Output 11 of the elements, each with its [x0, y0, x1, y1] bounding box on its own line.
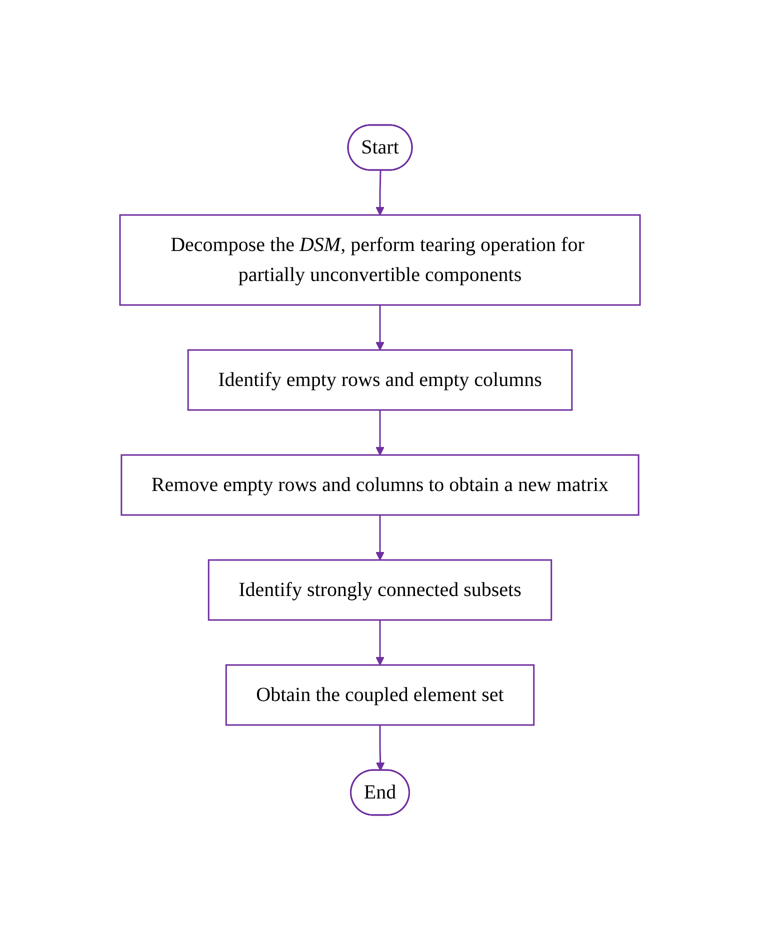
arrow — [375, 515, 384, 560]
node-box: Decompose the DSM, perform tearing operation for partially unconvertible components — [118, 214, 640, 306]
arrow — [375, 725, 384, 771]
node-box: Identify empty rows and empty columns — [186, 349, 572, 411]
node-box: Remove empty rows and columns to obtain a new matrix — [120, 454, 639, 516]
arrow — [375, 410, 384, 456]
arrow — [375, 305, 384, 350]
node-box: Identify strongly connected subsets — [207, 559, 552, 621]
node-box: Obtain the coupled element set — [224, 664, 534, 726]
arrow — [375, 170, 384, 216]
arrow — [375, 620, 384, 666]
